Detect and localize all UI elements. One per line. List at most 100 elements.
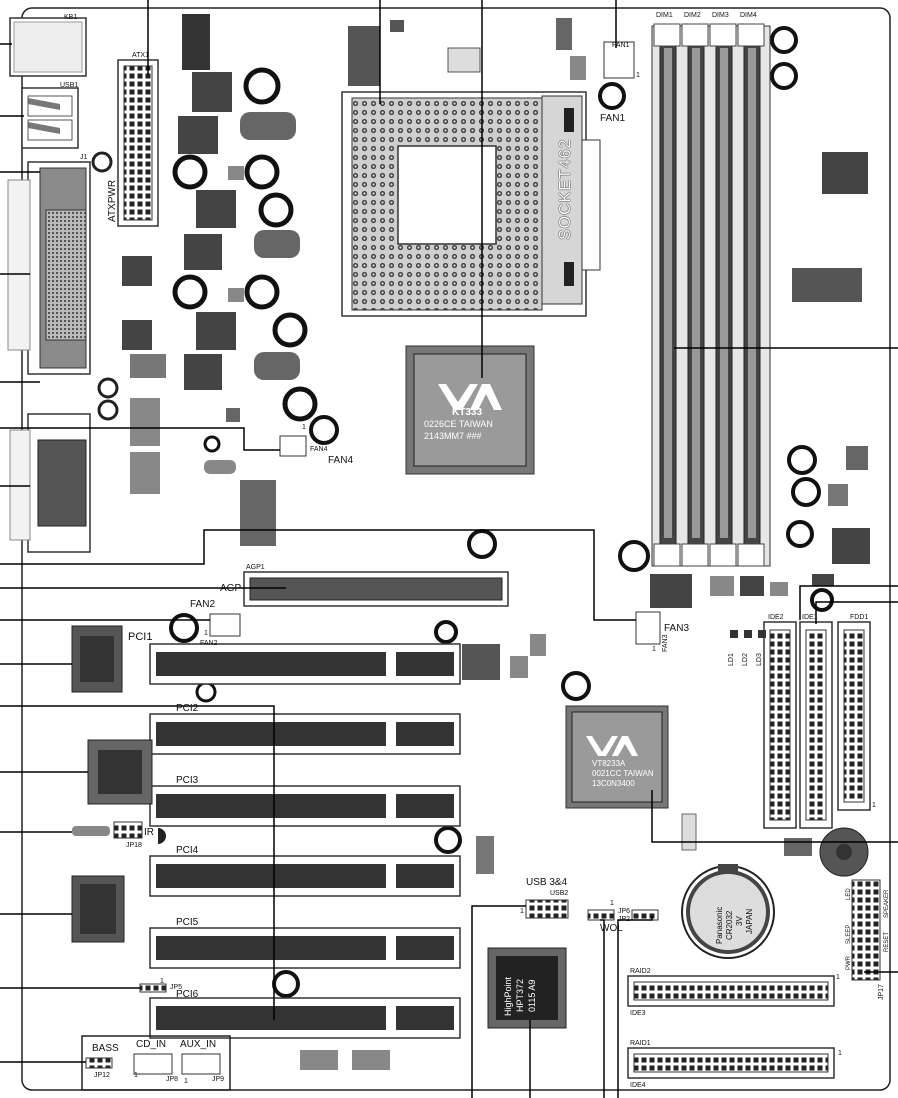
front-panel-header bbox=[851, 879, 881, 981]
capacitors bbox=[169, 26, 834, 998]
pin-one-raid2: 1 bbox=[836, 974, 840, 981]
pin-one-fan3: 1 bbox=[652, 646, 656, 653]
led-ld2-label: LD2 bbox=[742, 653, 749, 666]
pin-one-jp8: 1 bbox=[134, 1072, 138, 1079]
keyboard-port bbox=[9, 17, 87, 77]
pin-one-fdd: 1 bbox=[872, 802, 876, 809]
panel-speaker-label: SPEAKER bbox=[884, 889, 890, 918]
jp8-label: JP8 bbox=[166, 1076, 179, 1083]
small-headers bbox=[81, 41, 766, 1091]
fan2-label: FAN2 bbox=[190, 599, 216, 610]
highpoint-line3: 0115 A9 bbox=[527, 979, 537, 1012]
pin-one-raid1: 1 bbox=[838, 1050, 842, 1057]
highpoint-line1: HighPoint bbox=[503, 976, 513, 1016]
game-port-jacks bbox=[91, 151, 119, 421]
ide2-top-label: IDE2 bbox=[768, 614, 784, 621]
raid1-label: RAID1 bbox=[630, 1040, 651, 1047]
pci-slots bbox=[149, 643, 461, 1039]
jp18-label: JP18 bbox=[126, 842, 142, 849]
j1-label: J1 bbox=[80, 154, 88, 161]
pin-one-jp6: 1 bbox=[610, 900, 614, 907]
raid2-label: RAID2 bbox=[630, 968, 651, 975]
agp-label: AGP bbox=[220, 583, 242, 594]
cd-in-label: CD_IN bbox=[136, 1039, 167, 1050]
ide3-label: IDE3 bbox=[630, 1010, 646, 1017]
fan2-header-label: FAN2 bbox=[200, 640, 218, 647]
north-bridge-chip bbox=[405, 345, 535, 475]
kb1-label: KB1 bbox=[64, 14, 78, 21]
pci5-label: PCI5 bbox=[176, 917, 199, 928]
atx1-label: ATX1 bbox=[132, 52, 149, 59]
pci6-label: PCI6 bbox=[176, 989, 199, 1000]
pin-one-jp5: 1 bbox=[160, 978, 164, 985]
highpoint-raid-chip bbox=[487, 947, 567, 1029]
left-side-chips bbox=[71, 625, 166, 943]
battery-line1: Panasonic bbox=[715, 906, 724, 944]
dimm-slots bbox=[651, 23, 771, 567]
panel-reset-label: RESET bbox=[884, 931, 890, 952]
fan1-label: FAN1 bbox=[600, 113, 626, 124]
jp17-label: JP17 bbox=[878, 984, 885, 1000]
ide1-top-label: IDE1 bbox=[802, 614, 818, 621]
cpu-socket bbox=[341, 18, 601, 317]
battery-line4: JAPAN bbox=[745, 908, 754, 934]
fdd1-label: FDD1 bbox=[850, 614, 869, 621]
dimm4-label: DIM4 bbox=[740, 12, 757, 19]
panel-pwr-label: PWR bbox=[846, 956, 852, 970]
agp1-label: AGP1 bbox=[246, 564, 265, 571]
pci2-label: PCI2 bbox=[176, 703, 199, 714]
fan3-label: FAN3 bbox=[664, 623, 690, 634]
led-ld3-label: LD3 bbox=[756, 653, 763, 666]
battery-line2: CR2032 bbox=[725, 910, 734, 940]
fan4-label: FAN4 bbox=[328, 455, 354, 466]
atxpwr-label: ATXPWR bbox=[107, 179, 118, 222]
fan4-header-label: FAN4 bbox=[310, 446, 328, 453]
pci3-label: PCI3 bbox=[176, 775, 199, 786]
highpoint-line2: HPT372 bbox=[515, 978, 525, 1012]
pin-one-usb: 1 bbox=[520, 908, 524, 915]
ide-fdd-connectors bbox=[763, 621, 871, 829]
raid-connectors bbox=[627, 975, 835, 1079]
fan3-header-label: FAN3 bbox=[662, 634, 669, 652]
pin-one-fan4: 1 bbox=[302, 424, 306, 431]
atx-power-connector bbox=[117, 59, 159, 227]
usb34-label: USB 3&4 bbox=[526, 877, 568, 888]
wol-label: WOL bbox=[600, 923, 623, 934]
north-bridge-line1: 0226CE TAIWAN bbox=[424, 419, 493, 429]
pin-one-fan1: 1 bbox=[636, 72, 640, 79]
north-bridge-model: KT333 bbox=[452, 407, 483, 418]
south-bridge-line1: 0021CC TAIWAN bbox=[592, 769, 654, 778]
pci1-label: PCI1 bbox=[128, 631, 153, 643]
usb2-label: USB2 bbox=[550, 890, 569, 897]
bass-label: BASS bbox=[92, 1043, 119, 1054]
ir-label: IR bbox=[144, 827, 154, 838]
cmos-battery bbox=[681, 864, 775, 959]
pin-one-fan2: 1 bbox=[204, 630, 208, 637]
serial-vga-port bbox=[9, 413, 91, 553]
south-bridge-model: VT8233A bbox=[592, 759, 626, 768]
usb1-label: USB1 bbox=[60, 82, 79, 89]
led-ld1-label: LD1 bbox=[728, 653, 735, 666]
south-bridge-chip bbox=[565, 705, 669, 809]
dimm1-label: DIM1 bbox=[656, 12, 673, 19]
socket-label: SOCKET462 bbox=[557, 138, 574, 240]
aux-in-label: AUX_IN bbox=[180, 1039, 217, 1050]
right-side-components bbox=[300, 152, 870, 1070]
battery-line3: 3V bbox=[735, 916, 744, 926]
jp2-label: JP2 bbox=[618, 916, 631, 923]
panel-led-label: LED bbox=[846, 888, 852, 900]
ide4-label: IDE4 bbox=[630, 1082, 646, 1089]
jp12-label: JP12 bbox=[94, 1072, 110, 1079]
dimm2-label: DIM2 bbox=[684, 12, 701, 19]
usb1-port bbox=[21, 87, 79, 149]
jp5-label: JP5 bbox=[170, 984, 183, 991]
jp9-label: JP9 bbox=[212, 1076, 225, 1083]
agp-slot bbox=[243, 571, 509, 607]
south-bridge-line2: 13C0N3400 bbox=[592, 779, 635, 788]
dimm3-label: DIM3 bbox=[712, 12, 729, 19]
jp6-label: JP6 bbox=[618, 908, 631, 915]
panel-sleep-label: SLEEP bbox=[846, 924, 852, 944]
parallel-port bbox=[7, 161, 91, 375]
